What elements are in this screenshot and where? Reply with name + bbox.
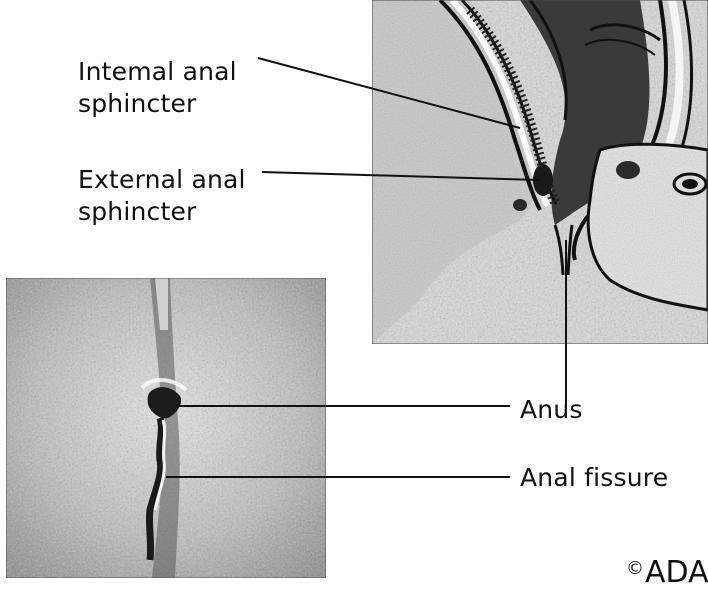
cross-section-illustration [372,0,708,344]
label-anus: Anus [520,394,583,426]
copyright-text: ADA [645,555,708,590]
label-external-line1: External anal [78,164,246,196]
copyright-mark: ©ADA [626,552,708,590]
label-external-anal-sphincter: External anal sphincter [78,164,246,228]
label-internal-anal-sphincter: Intemal anal sphincter [78,56,237,120]
label-external-line2: sphincter [78,196,246,228]
copyright-symbol: © [626,558,644,579]
label-internal-line2: sphincter [78,88,237,120]
label-anal-fissure: Anal fissure [520,462,668,494]
fissure-photo [6,278,326,578]
label-internal-line1: Intemal anal [78,56,237,88]
